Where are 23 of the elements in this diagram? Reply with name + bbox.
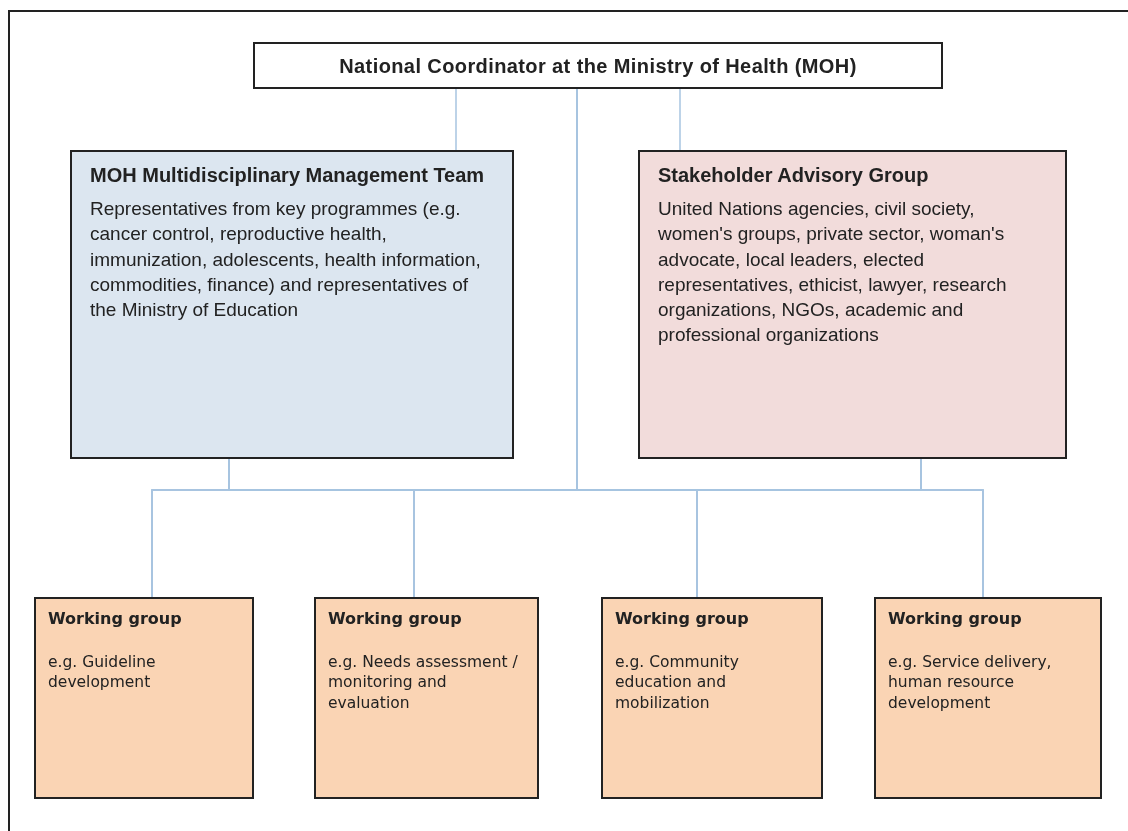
team-box <box>638 150 1067 459</box>
box-description: e.g. Guideline development <box>48 651 157 693</box>
box-heading: Working group <box>615 609 750 630</box>
connector-line <box>455 88 457 151</box>
working-group-box <box>601 597 823 799</box>
box-description: Representatives from key programmes (e.g. cancer control, reproductive health, immunization, adolescents, health information, commodities, finance) and representatives of the Ministry of Education <box>90 197 482 323</box>
working-group-box <box>34 597 254 799</box>
box-heading: Stakeholder Advisory Group <box>658 163 930 188</box>
coordinator-box <box>253 42 943 89</box>
box-heading: MOH Multidisciplinary Management Team <box>90 163 486 188</box>
box-heading: Working group <box>328 609 463 630</box>
box-heading: Working group <box>48 609 183 630</box>
box-description: e.g. Community education and mobilization <box>615 651 740 714</box>
box-description: e.g. Service delivery, human resource development <box>888 651 1053 714</box>
working-group-box <box>874 597 1102 799</box>
box-title: National Coordinator at the Ministry of Health (MOH) <box>339 53 857 79</box>
team-box <box>70 150 514 459</box>
connector-line <box>920 458 984 598</box>
working-group-box <box>314 597 539 799</box>
box-heading: Working group <box>888 609 1023 630</box>
box-description: e.g. Needs assessment / monitoring and evaluation <box>328 651 519 714</box>
box-description: United Nations agencies, civil society, women's groups, private sector, woman's advocate, local leaders, elected representatives, ethicist, lawyer, research organizations, NGOs, academic and professional organizations <box>658 197 1008 348</box>
connector-line <box>679 88 681 151</box>
